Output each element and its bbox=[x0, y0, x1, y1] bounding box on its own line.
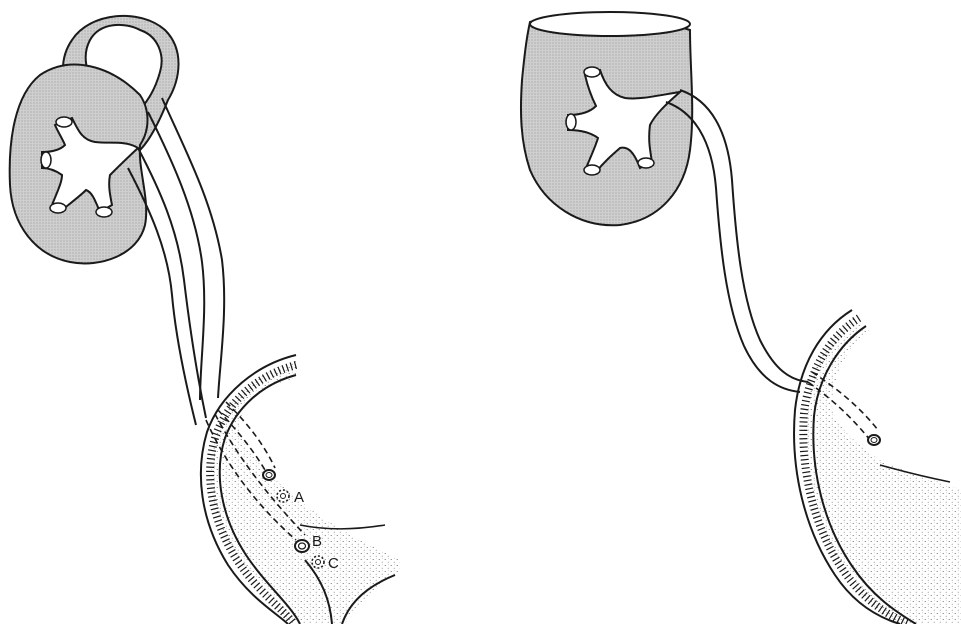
calyx-tip-1 bbox=[56, 117, 72, 127]
label-c: C bbox=[328, 555, 339, 572]
calyx-tip-4 bbox=[96, 207, 112, 217]
orifice-position-b bbox=[295, 540, 309, 552]
left-panel-duplicated-system: A B C bbox=[10, 16, 400, 624]
right-bladder bbox=[794, 310, 961, 624]
right-ureter-outer bbox=[680, 90, 808, 382]
right-ureteral-orifice bbox=[868, 435, 880, 445]
remaining-lower-moiety bbox=[521, 12, 692, 225]
orifice-position-c bbox=[312, 556, 324, 568]
right-panel-after-upper-pole-removal bbox=[521, 12, 961, 624]
right-kidney-cut-surface bbox=[530, 12, 690, 36]
lower-moiety-ureter bbox=[138, 148, 206, 418]
label-b: B bbox=[312, 533, 322, 550]
calyx-tip-3 bbox=[50, 203, 66, 213]
right-calyx-tip-3 bbox=[584, 165, 600, 175]
lower-moiety bbox=[10, 65, 148, 264]
right-calyx-tip-2 bbox=[566, 114, 576, 130]
upper-moiety-ureter-wall bbox=[148, 112, 204, 400]
right-calyx-tip-4 bbox=[638, 158, 654, 168]
calyx-tip-2 bbox=[41, 152, 51, 168]
ectopic-orifice-upper bbox=[263, 470, 275, 480]
label-a: A bbox=[294, 489, 304, 506]
orifice-position-a bbox=[277, 490, 289, 502]
right-calyx-tip-1 bbox=[584, 67, 600, 77]
